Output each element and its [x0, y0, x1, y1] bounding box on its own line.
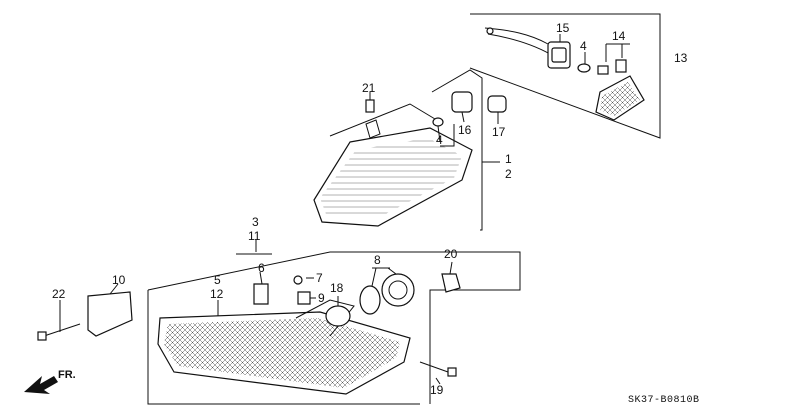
callout-3: 3: [252, 215, 259, 229]
bracket-10: [87, 291, 133, 337]
callout-labels: 1 2 3 4 4 5 6 7 8 9 10 11 12 13 14 15 16…: [52, 21, 688, 397]
callout-10: 10: [112, 273, 126, 287]
clip-20: [441, 273, 461, 293]
callout-15: 15: [556, 21, 570, 35]
front-direction: FR.: [24, 369, 76, 394]
callout-9: 9: [318, 291, 325, 305]
signal-cap: [487, 95, 507, 113]
callout-1: 1: [505, 152, 512, 166]
callout-16: 16: [458, 123, 472, 137]
socket-8: [381, 273, 415, 307]
callout-6: 6: [258, 261, 265, 275]
callout-4b: 4: [436, 133, 443, 147]
bracket-6: [253, 283, 269, 305]
callout-21: 21: [362, 81, 376, 95]
callout-19: 19: [430, 383, 444, 397]
front-label: FR.: [58, 369, 76, 381]
callout-20: 20: [444, 247, 458, 261]
callout-17: 17: [492, 125, 506, 139]
callout-14: 14: [612, 29, 626, 43]
callout-12: 12: [210, 287, 224, 301]
diagram-code: SK37-B0810B: [628, 395, 700, 406]
callout-18: 18: [330, 281, 344, 295]
callout-5: 5: [214, 273, 221, 287]
signal-socket: [451, 91, 473, 113]
turn-signal-group: [313, 69, 507, 231]
side-marker-group: [469, 13, 661, 139]
screw-21: [365, 99, 375, 113]
marker-clip-a: [597, 65, 609, 75]
callout-11: 11: [248, 229, 261, 243]
callout-8: 8: [374, 253, 381, 267]
arrow-left-down-icon: [24, 376, 58, 394]
gasket-8: [359, 285, 381, 315]
callout-4a: 4: [580, 39, 587, 53]
callout-13: 13: [674, 51, 688, 65]
callout-2: 2: [505, 167, 512, 181]
callout-7: 7: [316, 271, 323, 285]
marker-bulb: [577, 63, 591, 73]
callout-22: 22: [52, 287, 66, 301]
front-lamp-group: [37, 240, 521, 405]
marker-clip-b: [615, 59, 627, 73]
bulb-18: [325, 305, 351, 327]
